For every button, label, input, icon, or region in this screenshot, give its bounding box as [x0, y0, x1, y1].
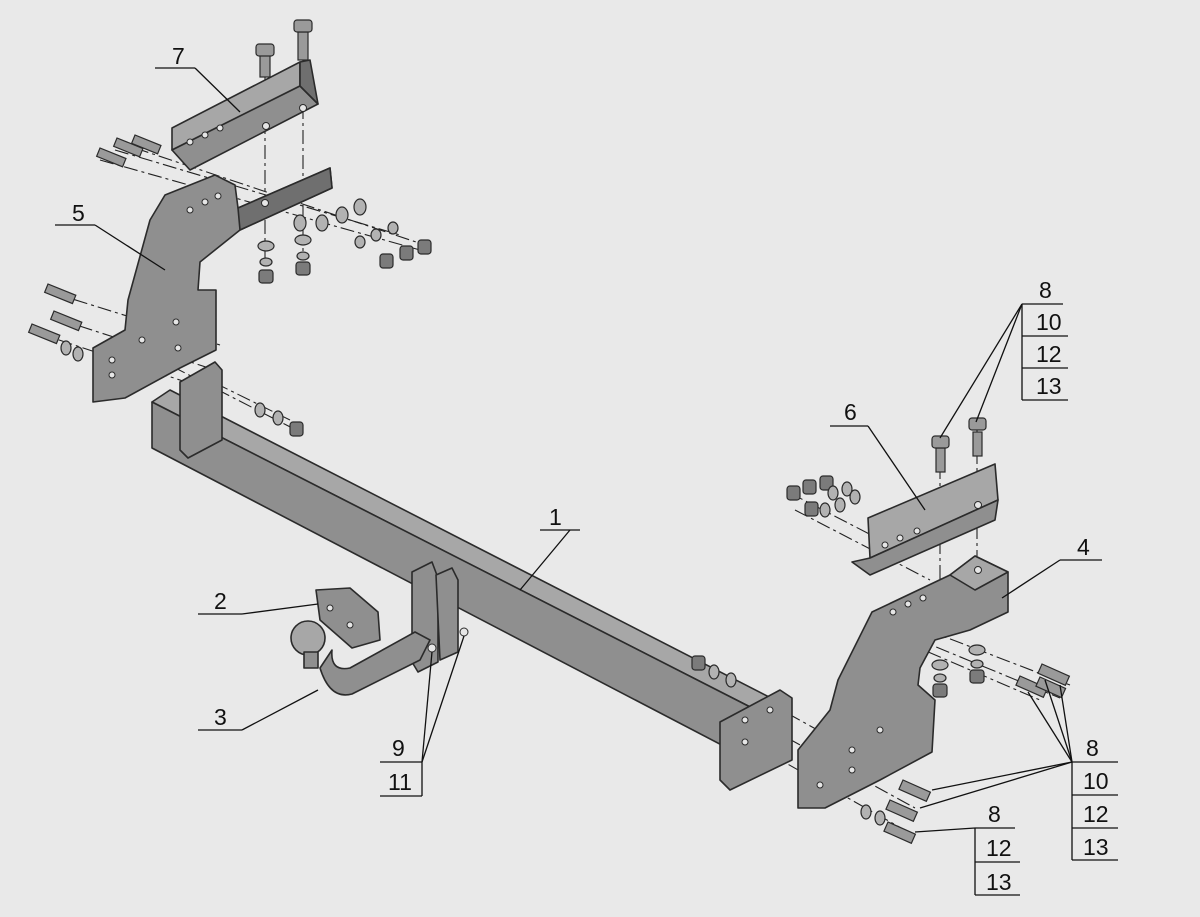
label-part-2: 2	[214, 588, 227, 614]
part-5-left-bracket	[92, 167, 333, 403]
label-part-7: 7	[172, 43, 185, 69]
label-stack-center: 9 11	[380, 735, 423, 797]
part-7-angle-plate	[171, 59, 319, 171]
stack-top-right-0: 8	[1039, 277, 1052, 303]
part-1-cross-beam	[151, 361, 793, 791]
label-stack-right: 8 10 12 13	[1071, 735, 1118, 861]
right-vertical-bolts	[931, 417, 987, 473]
label-stack-top-right: 8 10 12 13	[1021, 277, 1068, 401]
stack-right-1: 10	[1083, 768, 1109, 794]
stack-bottom-0: 8	[988, 801, 1001, 827]
label-part-1: 1	[549, 504, 562, 530]
label-part-6: 6	[844, 399, 857, 425]
top-left-hardware	[27, 134, 432, 362]
part-3-tow-ball	[290, 620, 431, 696]
stack-top-right-2: 12	[1036, 341, 1062, 367]
stack-right-0: 8	[1086, 735, 1099, 761]
label-part-3: 3	[214, 704, 227, 730]
part-2-mount-plate	[315, 587, 381, 649]
label-part-5: 5	[72, 200, 85, 226]
stack-bottom-2: 13	[986, 869, 1012, 895]
label-stack-bottom: 8 12 13	[974, 801, 1020, 896]
stack-right-3: 13	[1083, 834, 1109, 860]
stack-right-2: 12	[1083, 801, 1109, 827]
label-part-4: 4	[1077, 534, 1090, 560]
stack-center-1: 11	[388, 769, 412, 795]
part-4-right-bracket	[797, 555, 1009, 809]
part-labels: 7 5 6 4 1 2 3	[72, 43, 1090, 730]
leader-lines	[55, 67, 1102, 833]
stack-top-right-1: 10	[1036, 309, 1062, 335]
part-6-hardware	[786, 475, 861, 518]
stack-center-0: 9	[392, 735, 405, 761]
top-vertical-bolts	[255, 19, 313, 78]
part-4-hardware	[860, 644, 1071, 845]
part-6-angle-plate	[851, 463, 999, 576]
stack-bottom-1: 12	[986, 835, 1012, 861]
stack-top-right-3: 13	[1036, 373, 1062, 399]
